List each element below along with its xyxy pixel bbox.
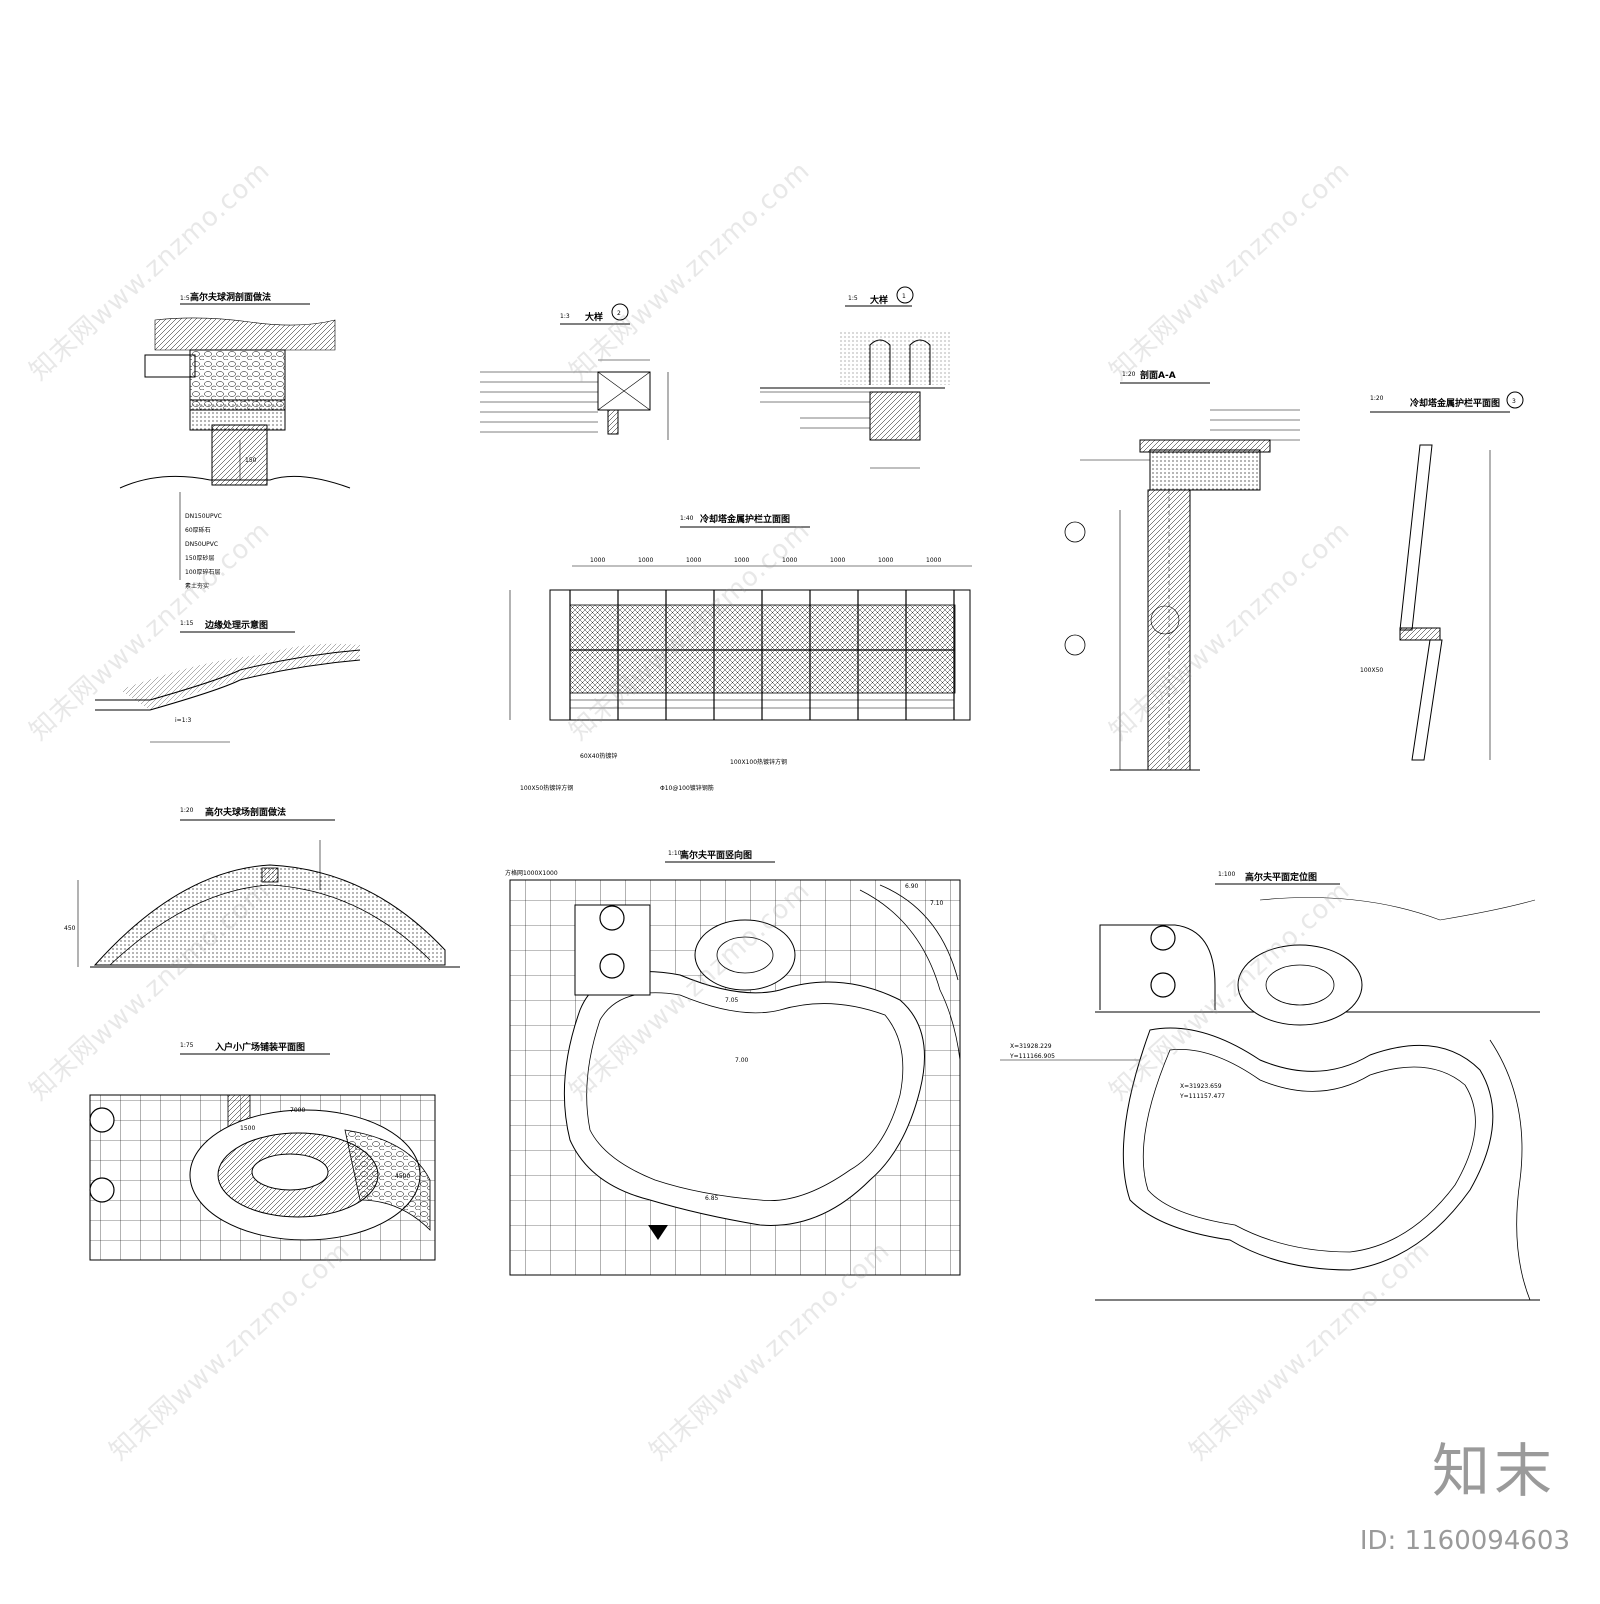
grade-level-5: 7.05 [725, 997, 739, 1004]
fence-span-6: 1000 [830, 557, 845, 564]
fence-span-3: 1000 [686, 557, 701, 564]
grade-level-3: 7.00 [735, 1057, 749, 1064]
flag-number: 2 [617, 310, 621, 317]
fence-note-2: 60X40热镀锌 [580, 752, 617, 760]
grading-plan: 高尔夫平面竖向图 1:100 方格网1000X1000 6.90 7.10 7.… [505, 849, 961, 1276]
hole-section-scale: 1:5 [180, 295, 190, 302]
flag-detail: 2 大样 1:3 [480, 303, 669, 440]
brand-id: ID: 1160094603 [1359, 1526, 1570, 1556]
section-a-title: 剖面A-A [1140, 369, 1176, 381]
hole-note-6: 素土夯实 [185, 582, 209, 590]
fence-span-5: 1000 [782, 557, 797, 564]
fence-elev-scale: 1:40 [680, 515, 694, 522]
brand-logo: 知末 [1431, 1437, 1556, 1505]
mound-height: 450 [64, 925, 76, 932]
fence-note-3: Φ10@100镀锌钢筋 [660, 784, 714, 792]
svg-text:150: 150 [245, 457, 257, 464]
fence-span-8: 1000 [926, 557, 941, 564]
fence-plan-detail: 3 冷却塔金属护栏平面图 1:20 100X50 [1360, 391, 1524, 761]
section-a-scale: 1:20 [1122, 371, 1136, 378]
pin-scale: 1:5 [848, 295, 858, 302]
flag-scale: 1:3 [560, 313, 570, 320]
entry-dim-2: 1500 [240, 1125, 255, 1132]
fence-plan-scale: 1:20 [1370, 395, 1384, 402]
mound-title: 高尔夫球场剖面做法 [205, 806, 286, 818]
pin-detail: 1 大样 1:5 [760, 286, 950, 469]
entry-dim-1: 7000 [290, 1107, 305, 1114]
hole-note-5: 100厚碎石层 [185, 568, 220, 576]
grade-level-1: 6.90 [905, 883, 919, 890]
grade-grid: 方格网1000X1000 [505, 869, 558, 877]
entry-title: 入户小广场铺装平面图 [214, 1041, 305, 1053]
layout-plan: 高尔夫平面定位图 1:100 X=31928.229 Y=111166.905 … [1000, 871, 1540, 1301]
entry-scale: 1:75 [180, 1042, 194, 1049]
hole-note-4: 150厚砂层 [185, 554, 214, 562]
fence-plan-label: 100X50 [1360, 667, 1383, 674]
pin-number: 1 [902, 293, 906, 300]
grade-level-4: 6.85 [705, 1195, 719, 1202]
hole-section-title: 高尔夫球洞剖面做法 [190, 291, 271, 303]
hole-note-2: 60厚砾石 [185, 526, 211, 534]
fence-note-4: 100X100热镀锌方钢 [730, 758, 787, 766]
fence-note-1: 100X50热镀锌方钢 [520, 784, 573, 792]
fence-plan-title: 冷却塔金属护栏平面图 [1410, 397, 1500, 409]
hole-section-detail: 高尔夫球洞剖面做法 1:5 150 DN150UPVC 60厚砾石 DN50UP… [119, 291, 351, 590]
fence-elev-title: 冷却塔金属护栏立面图 [700, 513, 790, 525]
pin-title: 大样 [870, 294, 888, 306]
layout-scale: 1:100 [1218, 871, 1235, 878]
grade-level-2: 7.10 [930, 900, 944, 907]
entry-dim-3: 4500 [395, 1173, 410, 1180]
layout-coord-2: Y=111166.905 [1009, 1053, 1055, 1060]
grade-title: 高尔夫平面竖向图 [680, 849, 752, 861]
entry-plaza-plan: 入户小广场铺装平面图 1:75 7000 1500 4500 [89, 1041, 436, 1261]
flag-title: 大样 [585, 311, 603, 323]
edge-title: 边缘处理示意图 [204, 619, 268, 631]
fence-elevation-detail: 冷却塔金属护栏立面图 1:40 1000 1000 1000 1000 1000… [509, 513, 972, 792]
fence-span-4: 1000 [734, 557, 749, 564]
grade-scale: 1:100 [668, 850, 685, 857]
fence-span-1: 1000 [590, 557, 605, 564]
mound-section-detail: 高尔夫球场剖面做法 1:20 450 [64, 806, 460, 968]
layout-coord-1: X=31928.229 [1010, 1043, 1052, 1050]
hole-note-3: DN50UPVC [185, 541, 218, 548]
fence-plan-number: 3 [1512, 398, 1516, 405]
edge-scale: 1:15 [180, 620, 194, 627]
layout-coord-3: X=31923.659 [1180, 1083, 1222, 1090]
mound-scale: 1:20 [180, 807, 194, 814]
fence-span-2: 1000 [638, 557, 653, 564]
hole-note-1: DN150UPVC [185, 513, 222, 520]
layout-title: 高尔夫平面定位图 [1245, 871, 1317, 883]
edge-slope: i=1:3 [175, 717, 192, 724]
layout-coord-4: Y=111157.477 [1179, 1093, 1225, 1100]
edge-detail: 边缘处理示意图 1:15 i=1:3 [95, 619, 361, 743]
fence-span-7: 1000 [878, 557, 893, 564]
section-a-detail: 剖面A-A 1:20 [1064, 369, 1300, 771]
